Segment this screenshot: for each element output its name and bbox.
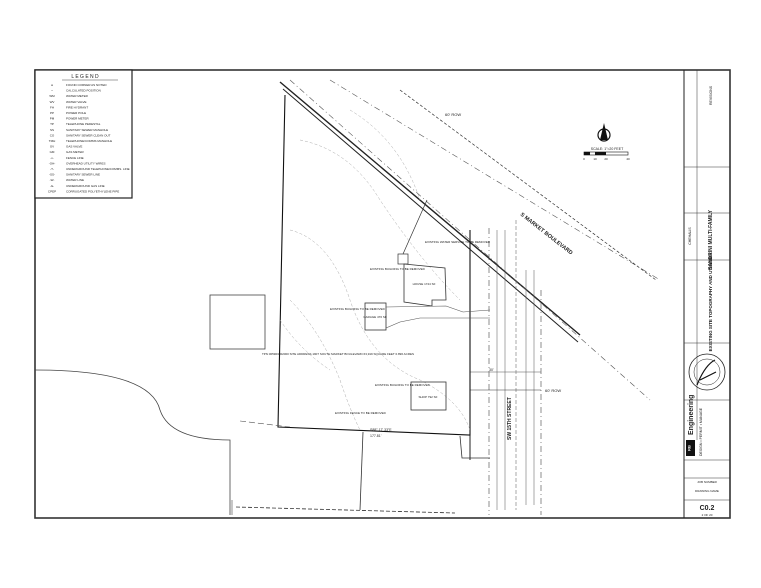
legend-label: UNDERGROUND TELEPHONE/COMMS. LINE [66, 167, 130, 171]
legend-symbol: CO [50, 133, 55, 137]
legend-label: WATER VALVE [66, 100, 87, 104]
legend-symbol: -W- [50, 178, 55, 182]
legend-label: WATER LINE [66, 178, 84, 182]
title-block: REVISIONS SANDRINI MULTI-FAMILY CHEHALIS… [683, 70, 730, 518]
garage: GARAGE 476 SF [363, 302, 387, 331]
legend-symbol: CPEP [48, 189, 56, 193]
legend-label: TELEPHONE PEDESTAL [66, 122, 101, 126]
project-city: CHEHALIS [688, 227, 692, 245]
legend-symbol: ● [51, 83, 53, 87]
legend-symbol: PP [50, 111, 54, 115]
shop-label: SHOP 792 SF [419, 395, 438, 399]
sheet-count: 2 OF 20 [702, 513, 713, 517]
remove-building-note-2: EXISTING BUILDING TO BE REMOVED [330, 307, 386, 311]
legend-symbol: -SS- [49, 173, 55, 177]
svg-text:20: 20 [604, 157, 608, 161]
legend-label: CALCULATED POSITION [66, 89, 101, 93]
topo-contours [279, 109, 471, 431]
bearing-label: S88° 17' 33"E [370, 428, 392, 432]
remove-fence-note: EXISTING FENCE TO BE REMOVED [335, 411, 387, 415]
legend-symbol: GM [50, 150, 55, 154]
svg-text:REVISIONS: REVISIONS [709, 85, 713, 105]
legend-label: GAS METER [66, 150, 85, 154]
legend-symbol: TP [50, 122, 54, 126]
scale-bar: SCALE: 1"=20 FEET 0 10 20 40 [583, 147, 630, 161]
sw-15th-street: SW 15TH STREET 60' ROW 30' [469, 220, 561, 515]
parcel-boundary: S88° 17' 33"E 177.81' [235, 94, 490, 514]
legend-symbol: SS [50, 128, 54, 132]
svg-text:10: 10 [593, 157, 597, 161]
firm-tagline: DESIGN • PERMIT • MANAGE [699, 407, 703, 456]
legend-symbol: GV [50, 145, 54, 149]
legend-label: FOUND CORNER AS NOTED [66, 83, 107, 87]
house-label: HOUSE 1744 SF [413, 282, 436, 286]
legend-symbol: TMH [49, 139, 56, 143]
svg-text:SCALE: 1"=20 FEET: SCALE: 1"=20 FEET [591, 147, 624, 151]
north-arrow-icon [597, 123, 611, 142]
shop: SHOP 792 SF [410, 381, 447, 411]
legend-symbol: -T- [50, 167, 54, 171]
side-width-label: 30' [489, 368, 494, 372]
legend-label: FIRE HYDRANT [66, 105, 88, 109]
legend-label: FENCE LINE [66, 156, 84, 160]
engineer-stamp [688, 353, 726, 391]
legend-label: SANITARY SEWER LINE [66, 173, 100, 177]
legend-label: POWER METER [66, 117, 90, 121]
legend-title: L E G E N D [71, 74, 99, 80]
legend-label: UNDERGROUND GAS LINE [66, 184, 105, 188]
street-label-market: S MARKET BOULEVARD [519, 212, 574, 257]
legend-symbol: • [51, 89, 52, 93]
legend-label: WATER METER [66, 94, 89, 98]
parcel-note: TPN 005903002000 SITE ADDRESS 1907 SOUTH… [262, 352, 414, 356]
legend-symbol: -OH- [49, 161, 56, 165]
street-label-15th: SW 15TH STREET [507, 397, 513, 440]
svg-text:0: 0 [583, 157, 585, 161]
adjacent-building [209, 294, 266, 350]
svg-text:40: 40 [626, 157, 630, 161]
legend-label: SANITARY SEWER MANHOLE [66, 128, 108, 132]
legend: L E G E N D ● FOUND CORNER AS NOTED • CALCU… [34, 69, 133, 199]
legend-symbol: WV [50, 100, 55, 104]
legend-label: GAS VALVE [66, 145, 82, 149]
sheet-title: EXISTING SITE TOPOGRAPHY AND UTILITIES [708, 253, 713, 352]
house: HOUSE 1744 SF [397, 199, 447, 307]
legend-label: TELEPHONE/COMMS MANHOLE [66, 139, 112, 143]
legend-symbol: FH [50, 105, 54, 109]
row-label-top: 60' ROW [445, 112, 461, 117]
sheet-border [34, 69, 731, 519]
garage-label: GARAGE 476 SF [363, 315, 387, 319]
svg-text:JOB NUMBER: JOB NUMBER [697, 480, 718, 484]
legend-label: OVERHEAD UTILITY WIRES [66, 161, 105, 165]
legend-symbol: -x- [50, 156, 54, 160]
legend-symbol: PM [50, 117, 55, 121]
firm-logo [686, 440, 695, 456]
svg-text:DRAWING NAME: DRAWING NAME [695, 489, 719, 493]
row-label-side: 60' ROW [545, 388, 561, 393]
sheet-number: C0.2 [700, 505, 715, 512]
curb-curve [34, 369, 231, 515]
legend-symbol: -G- [50, 184, 54, 188]
remove-building-note-3: EXISTING BUILDING TO BE REMOVED [375, 383, 431, 387]
legend-label: POWER POLE [66, 111, 86, 115]
remove-building-note: EXISTING BUILDING TO BE REMOVED [370, 267, 426, 271]
svg-text:RB: RB [687, 445, 692, 451]
water-service-note: EXISTING WATER SERVICE TO BE REMOVED [425, 240, 491, 244]
distance-label: 177.81' [370, 434, 382, 438]
firm-name: Engineering [688, 395, 695, 435]
legend-label: SANITARY SEWER CLEAN OUT [66, 133, 111, 137]
project-name: SANDRINI MULTI-FAMILY [708, 209, 714, 270]
legend-symbol: WM [49, 94, 55, 98]
legend-label: CORRUGATED POLYETHYLENE PIPE [66, 189, 119, 193]
